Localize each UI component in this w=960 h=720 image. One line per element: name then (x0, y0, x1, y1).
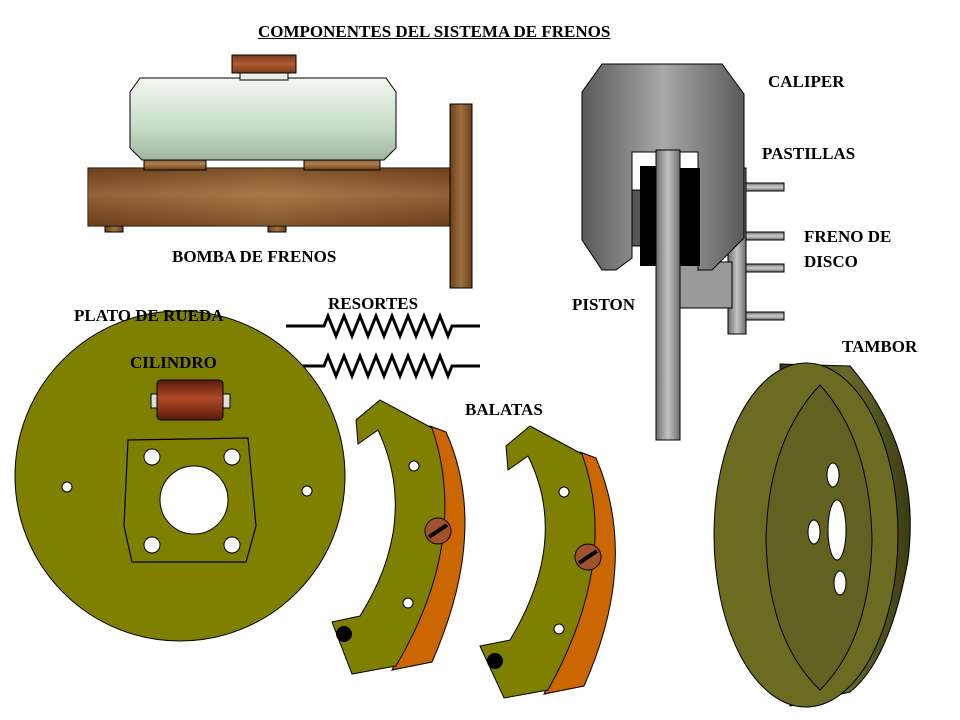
brake-shoe-left (331, 399, 466, 675)
label-freno-de-disco-line1: FRENO DE (804, 227, 892, 246)
label-resortes: RESORTES (328, 294, 419, 313)
label-caliper: CALIPER (768, 72, 845, 91)
reservoir-cap (231, 54, 297, 74)
diagram-title: COMPONENTES DEL SISTEMA DE FRENOS (258, 22, 611, 41)
label-plato-de-rueda: PLATO DE RUEDA (74, 306, 224, 325)
label-balatas: BALATAS (465, 400, 543, 419)
master-cylinder-body-shade (88, 168, 452, 226)
drum-stud-hole-left (807, 519, 821, 545)
guide-pin-2 (743, 231, 785, 241)
shoe-pin-slot-left (427, 523, 449, 539)
mount-hole-left (61, 481, 73, 493)
brake-pad-inner (640, 166, 660, 266)
wheel-cylinder (150, 379, 231, 421)
label-pastillas: PASTILLAS (762, 144, 856, 163)
guide-pin-1 (743, 182, 785, 192)
center-hole (159, 465, 229, 535)
fluid-reservoir (129, 77, 397, 161)
bolt-hole-3 (143, 536, 161, 554)
shoe-anchor-right (487, 653, 503, 669)
shoe-hole-left-bottom (402, 597, 414, 609)
brake-shoe-right (479, 425, 616, 699)
label-freno-de-disco-line2: DISCO (804, 252, 858, 271)
spring-lower (290, 351, 480, 381)
label-tambor: TAMBOR (842, 337, 918, 356)
disc-brake (581, 63, 785, 441)
guide-pin-4 (743, 311, 785, 321)
shoe-hole-left-top (408, 460, 420, 472)
brake-drum (713, 362, 911, 708)
master-cylinder (87, 54, 473, 289)
shoe-pin-slot-right (577, 549, 599, 565)
bolt-hole-2 (223, 448, 241, 466)
mount-hole-right (301, 485, 313, 497)
guide-pin-3 (743, 263, 785, 273)
brake-disc (655, 149, 681, 441)
shoe-hole-right-bottom (553, 623, 565, 635)
label-cilindro: CILINDRO (130, 353, 217, 372)
shoe-anchor-left (336, 626, 352, 642)
springs (286, 311, 480, 381)
bolt-hole-4 (223, 536, 241, 554)
drum-stud-hole-bottom (833, 570, 847, 596)
drum-stud-hole-top (826, 462, 840, 488)
spring-upper (286, 311, 480, 341)
shoe-hole-right-top (558, 486, 570, 498)
master-cylinder-flange (449, 103, 473, 289)
drum-center-hole (827, 499, 847, 561)
wheel-cylinder-body (156, 379, 224, 421)
brake-pad-outer (680, 168, 700, 266)
backing-plate (14, 310, 346, 642)
label-bomba-de-frenos: BOMBA DE FRENOS (172, 247, 337, 266)
bolt-hole-1 (143, 448, 161, 466)
label-piston: PISTON (572, 295, 635, 314)
